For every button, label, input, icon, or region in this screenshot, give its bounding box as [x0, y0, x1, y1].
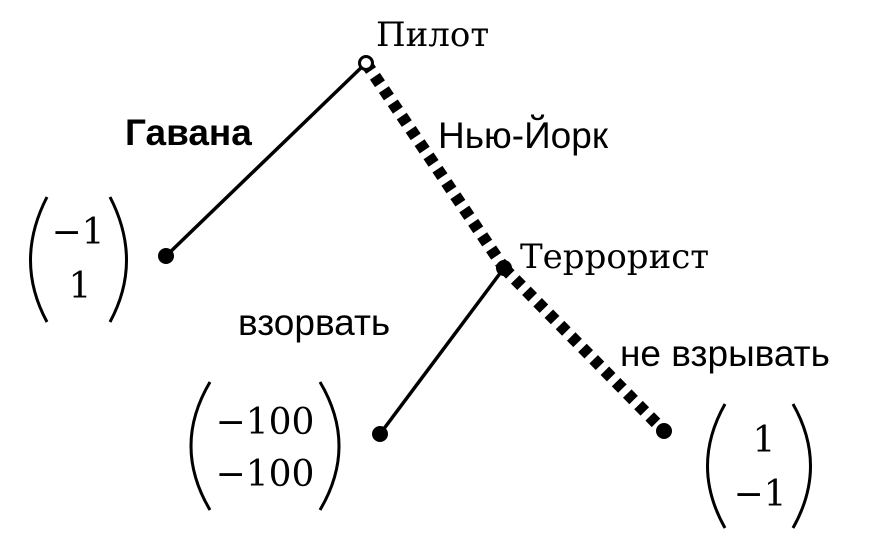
payoff-top: −1 [51, 212, 104, 253]
edge-noexplode-equilibrium [499, 263, 669, 436]
payoff-vector-explode: −100 −100 [189, 381, 341, 511]
payoff-top: −100 [216, 402, 315, 443]
edge-havana [164, 61, 368, 258]
payoff-bottom: 1 [69, 266, 92, 307]
edge-label-noexplode: не взрывать [620, 333, 830, 374]
payoff-vector-noexplode: 1 −1 [706, 403, 812, 529]
payoff-bottom: −100 [216, 454, 315, 495]
terminal-node-noexplode [656, 423, 672, 439]
left-paren [29, 196, 49, 323]
terminal-node-explode [372, 426, 388, 442]
right-paren [108, 196, 128, 323]
edge-label-havana: Гавана [125, 112, 252, 153]
right-paren [791, 403, 812, 529]
edge-label-explode: взорвать [238, 302, 390, 343]
left-paren [189, 381, 212, 511]
edge-explode [378, 266, 506, 436]
left-paren [706, 403, 727, 529]
payoff-bottom: −1 [733, 474, 786, 515]
payoff-vector-havana: −1 1 [29, 196, 128, 323]
inner-node [496, 260, 512, 276]
inner-node-label: Террорист [520, 237, 709, 277]
right-paren [318, 381, 341, 511]
edge-label-newyork: Нью-Йорк [438, 114, 609, 156]
root-node [358, 55, 374, 71]
root-node-label: Пилот [376, 15, 489, 55]
edge-newyork-equilibrium [361, 59, 509, 272]
payoff-top: 1 [753, 420, 776, 461]
terminal-node-havana [158, 248, 174, 264]
